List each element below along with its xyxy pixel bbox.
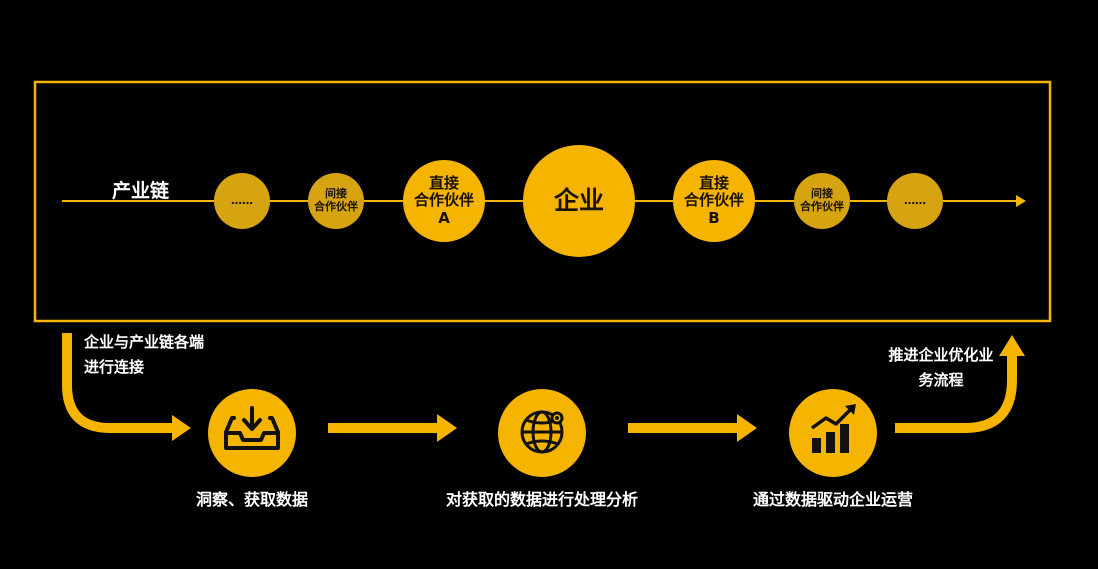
industry-chain-frame: [33, 80, 1052, 323]
chain-node-right-ellipsis-text: ……: [904, 193, 926, 207]
chain-node-indirect-left-text: 间接 合作伙伴: [314, 187, 358, 213]
globe-analysis-icon: [520, 410, 564, 454]
bar-chart-growth-icon: [810, 404, 856, 453]
step-arrow-2-head: [737, 414, 757, 442]
step-circle-collect: [208, 389, 296, 477]
chain-node-left-ellipsis: [214, 173, 270, 229]
step-caption-collect: 洞察、获取数据: [195, 490, 309, 509]
chain-node-indirect-left: [308, 173, 364, 229]
step-caption-operate: 通过数据驱动企业运营: [752, 490, 914, 509]
industry-chain-label: 产业链: [112, 180, 170, 202]
step-arrow-1-head: [437, 414, 457, 442]
start-curve-arrow: [62, 333, 178, 433]
end-note: 推进企业优化业 务流程: [888, 346, 994, 389]
chain-node-direct-a-text: 直接 合作伙伴 A: [413, 174, 474, 227]
step-caption-analyze: 对获取的数据进行处理分析: [445, 490, 639, 509]
end-curve-arrowhead: [999, 335, 1025, 356]
chain-node-left-ellipsis-text: ……: [231, 193, 253, 207]
chain-node-indirect-right-text: 间接 合作伙伴: [800, 187, 844, 213]
chain-node-enterprise-text: 企业: [553, 185, 604, 215]
start-curve-arrowhead: [172, 415, 191, 441]
end-curve-arrow: [895, 352, 1017, 433]
chain-node-indirect-right: [794, 173, 850, 229]
chain-axis-arrowhead: [1016, 195, 1026, 207]
chain-node-right-ellipsis: [887, 173, 943, 229]
chain-node-enterprise: [523, 145, 635, 257]
chain-node-direct-b-text: 直接 合作伙伴 B: [683, 174, 744, 227]
chain-node-direct-a: [403, 160, 485, 242]
download-tray-icon: [224, 406, 280, 450]
start-note: 企业与产业链各端 进行连接: [84, 333, 205, 376]
chain-node-direct-b: [673, 160, 755, 242]
